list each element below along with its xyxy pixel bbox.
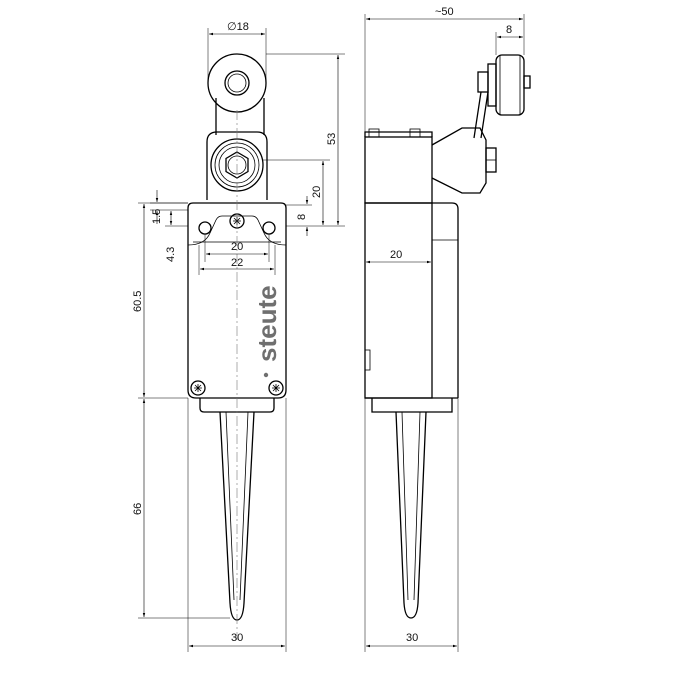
dim-offset-4-3: 4.3 xyxy=(165,247,177,262)
side-view xyxy=(364,54,531,619)
screw-icon xyxy=(190,380,206,396)
body-side xyxy=(364,202,459,413)
screw-icon xyxy=(268,380,284,396)
roller xyxy=(207,53,267,113)
head-side xyxy=(364,127,497,204)
dim-overall-depth: ~50 xyxy=(435,6,454,18)
mounting-hole-icon xyxy=(198,221,212,235)
dimension-lines: ∅18 53 20 8 1.5 4.3 20 22 60.5 xyxy=(132,6,525,652)
boot-side xyxy=(395,411,427,619)
lever-side xyxy=(473,91,489,139)
dim-body-height: 60.5 xyxy=(132,291,144,312)
dim-side-width: 30 xyxy=(406,632,418,644)
dim-offset-8: 8 xyxy=(296,214,308,220)
roller-side xyxy=(477,54,531,116)
dim-roller-width: 8 xyxy=(506,24,512,36)
dim-hole-spacing: 20 xyxy=(231,241,243,253)
dim-roller-diameter: ∅18 xyxy=(227,21,249,33)
dim-front-width: 30 xyxy=(231,632,243,644)
mounting-hole-icon xyxy=(262,221,276,235)
dim-boot-length: 66 xyxy=(132,503,144,515)
dim-hub-height: 20 xyxy=(311,186,323,198)
dim-flange-width: 22 xyxy=(231,257,243,269)
brand-logo: steute xyxy=(252,285,282,362)
front-view: steute xyxy=(187,53,287,640)
brand-dot xyxy=(263,372,269,378)
lever-arm xyxy=(215,98,265,135)
dim-offset-1-5: 1.5 xyxy=(151,209,163,224)
dim-side-depth: 20 xyxy=(390,249,402,261)
dim-lever-height: 53 xyxy=(326,133,338,145)
